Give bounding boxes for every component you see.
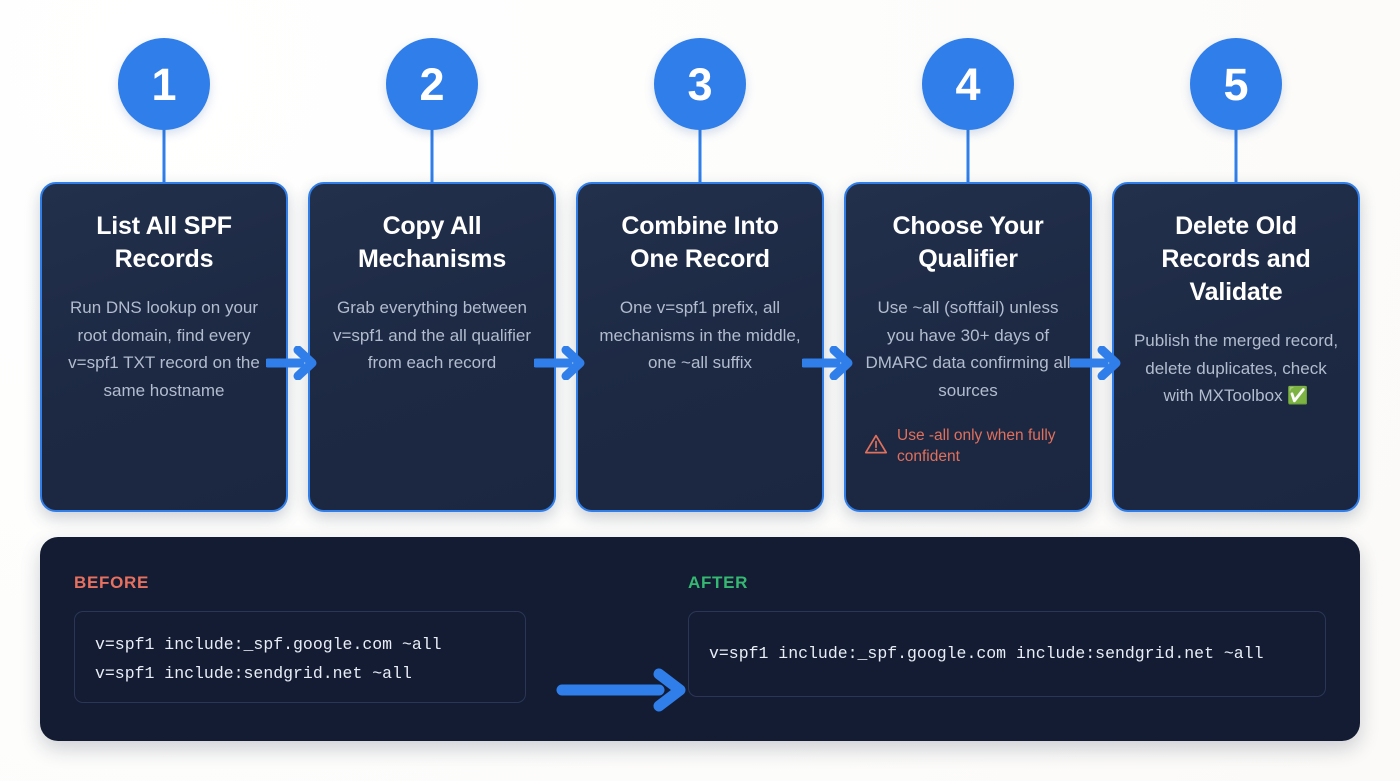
step-5: 5 Delete Old Records and Validate Publis… [1112, 38, 1360, 513]
step-description-1: Run DNS lookup on your root domain, find… [68, 298, 260, 400]
step-card-1[interactable]: List All SPF Records Run DNS lookup on y… [40, 182, 288, 512]
step-card-5[interactable]: Delete Old Records and Validate Publish … [1112, 182, 1360, 512]
step-3: 3 Combine Into One Record One v=spf1 pre… [576, 38, 824, 513]
step-title-1: List All SPF Records [96, 212, 232, 273]
step-stem-5 [1234, 128, 1238, 184]
step-card-3[interactable]: Combine Into One Record One v=spf1 prefi… [576, 182, 824, 512]
before-label: BEFORE [74, 573, 150, 592]
check-mark-icon: ✅ [1287, 386, 1309, 406]
after-label: AFTER [688, 573, 749, 592]
step-stem-3 [698, 128, 702, 184]
step-1: 1 List All SPF Records Run DNS lookup on… [40, 38, 288, 513]
step-title-5: Delete Old Records and Validate [1161, 212, 1311, 306]
step-description-2: Grab everything between v=spf1 and the a… [333, 298, 531, 373]
warning-triangle-icon [864, 433, 888, 462]
step-description-5: Publish the merged record, delete duplic… [1132, 327, 1340, 410]
step-warning-note-4: Use -all only when fully confident [864, 426, 1072, 468]
step-card-4[interactable]: Choose Your Qualifier Use ~all (softfail… [844, 182, 1092, 512]
before-column: BEFORE v=spf1 include:_spf.google.com ~a… [74, 573, 526, 703]
step-number-badge-1: 1 [118, 38, 210, 130]
step-4: 4 Choose Your Qualifier Use ~all (softfa… [844, 38, 1092, 513]
arrow-right-icon [556, 668, 686, 712]
after-code-block[interactable]: v=spf1 include:_spf.google.com include:s… [688, 611, 1326, 697]
step-stem-1 [162, 128, 166, 184]
step-number-badge-3: 3 [654, 38, 746, 130]
arrow-right-icon [263, 345, 317, 381]
connector-arrow-3-4 [799, 345, 858, 381]
before-after-panel: BEFORE v=spf1 include:_spf.google.com ~a… [40, 537, 1360, 741]
step-stem-4 [966, 128, 970, 184]
step-description-3: One v=spf1 prefix, all mechanisms in the… [599, 298, 801, 373]
step-card-2[interactable]: Copy All Mechanisms Grab everything betw… [308, 182, 556, 512]
step-stem-2 [430, 128, 434, 184]
before-code-block[interactable]: v=spf1 include:_spf.google.com ~all v=sp… [74, 611, 526, 703]
transform-arrow [555, 668, 695, 712]
step-title-2: Copy All Mechanisms [357, 212, 507, 273]
step-warning-text-4: Use -all only when fully confident [897, 427, 1056, 466]
arrow-right-icon [799, 345, 853, 381]
step-title-4: Choose Your Qualifier [892, 212, 1044, 273]
connector-arrow-4-5 [1067, 345, 1126, 381]
arrow-right-icon [1067, 345, 1121, 381]
step-number-badge-2: 2 [386, 38, 478, 130]
step-number-badge-4: 4 [922, 38, 1014, 130]
step-description-text-5: Publish the merged record, delete duplic… [1133, 331, 1339, 406]
step-number-badge-5: 5 [1190, 38, 1282, 130]
step-2: 2 Copy All Mechanisms Grab everything be… [308, 38, 556, 513]
connector-arrow-1-2 [263, 345, 322, 381]
step-description-4: Use ~all (softfail) unless you have 30+ … [865, 298, 1071, 400]
step-title-3: Combine Into One Record [621, 212, 779, 273]
arrow-right-icon [531, 345, 585, 381]
connector-arrow-2-3 [531, 345, 590, 381]
after-column: AFTER v=spf1 include:_spf.google.com inc… [688, 573, 1326, 697]
steps-row: 1 List All SPF Records Run DNS lookup on… [40, 38, 1360, 513]
